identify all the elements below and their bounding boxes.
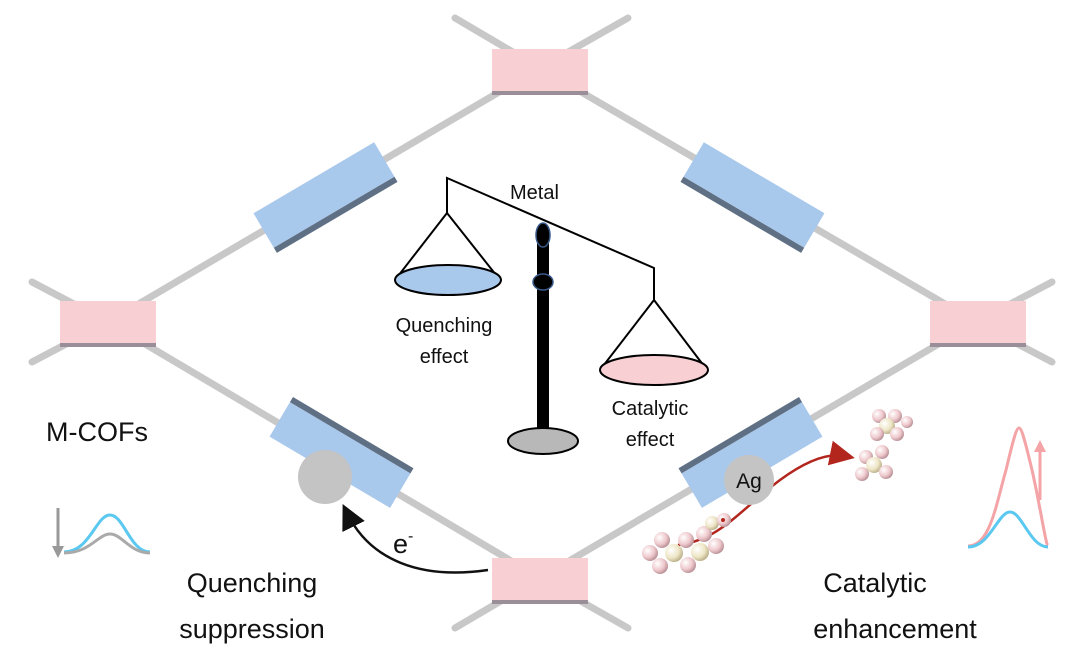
mcofs-label: M-COFs	[46, 417, 148, 447]
quenching-effect-label-2: effect	[420, 346, 469, 368]
balance-scale	[394, 176, 709, 455]
node-right	[930, 301, 1026, 347]
reactant-molecules-icon	[642, 513, 731, 574]
framework-nodes	[60, 49, 1026, 604]
electron-label: e-	[393, 528, 413, 559]
spectrum-increase-icon	[967, 426, 1050, 549]
balance-knob-mid	[532, 273, 554, 291]
balance-beam	[446, 176, 655, 300]
quenching-effect-label-1: Quenching	[396, 315, 493, 337]
metal-ball-left	[298, 450, 352, 504]
quenching-suppression-label-1: Quenching	[187, 568, 318, 598]
product-molecules-icon	[855, 409, 913, 481]
catalytic-effect-label-2: effect	[626, 429, 675, 451]
node-top	[492, 49, 588, 95]
electron-transfer-arrow	[342, 504, 489, 574]
pan-left	[394, 264, 502, 296]
quenching-suppression-label-2: suppression	[179, 614, 325, 644]
catalytic-enhancement-label-1: Catalytic	[823, 568, 927, 598]
balance-knob-top	[535, 222, 551, 248]
node-left	[60, 301, 156, 347]
linker-top-left	[253, 142, 398, 253]
linker-top-right	[680, 142, 825, 253]
metal-label: Metal	[510, 182, 559, 204]
node-bottom	[492, 558, 588, 604]
balance-post	[537, 238, 549, 442]
linker-bottom-right	[678, 396, 823, 508]
ag-particle	[724, 455, 774, 505]
catalytic-enhancement-label-2: enhancement	[813, 614, 977, 644]
spectrum-decrease-icon	[52, 508, 151, 558]
balance-base	[507, 427, 579, 455]
catalytic-effect-label-1: Catalytic	[612, 398, 689, 420]
pan-right	[599, 354, 709, 386]
ag-label: Ag	[736, 470, 762, 493]
